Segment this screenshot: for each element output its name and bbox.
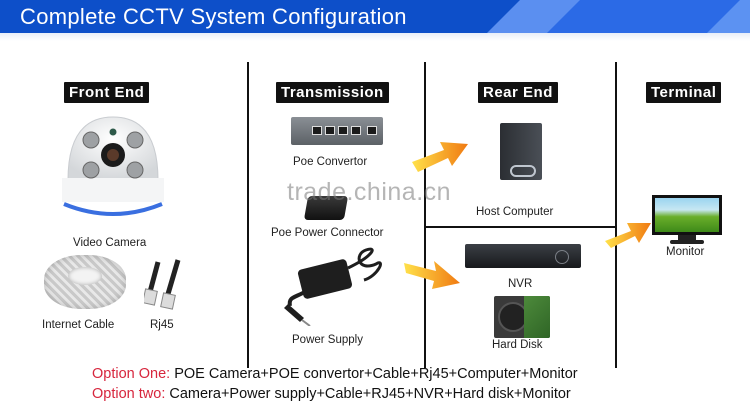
divider-computer-nvr [424, 226, 617, 228]
column-label-transmission: Transmission [276, 82, 389, 103]
divider-transmission-rear [424, 62, 426, 368]
arrow-to-nvr-icon [404, 261, 460, 289]
option-one-label: Option One: [92, 366, 171, 382]
header-shadow [0, 33, 750, 41]
header-banner: Complete CCTV System Configuration [0, 0, 750, 33]
item-label-hard-disk: Hard Disk [492, 339, 543, 351]
rj45-connector-icon [144, 259, 181, 310]
item-label-poe-power-connector: Poe Power Connector [271, 227, 384, 239]
option-two-label: Option two: [92, 386, 166, 402]
column-label-rear-end: Rear End [478, 82, 558, 103]
hard-disk-icon [494, 296, 550, 338]
pc-tower-icon [500, 123, 542, 180]
dome-camera-icon [62, 116, 164, 216]
item-label-monitor: Monitor [666, 246, 705, 258]
option-one: Option One: POE Camera+POE convertor+Cab… [92, 366, 578, 382]
poe-switch-icon [291, 117, 383, 145]
item-label-rj45: Rj45 [150, 319, 174, 331]
arrow-to-monitor-icon [605, 223, 651, 248]
option-two: Option two: Camera+Power supply+Cable+RJ… [92, 386, 571, 402]
item-label-host-computer: Host Computer [476, 206, 554, 218]
divider-front-transmission [247, 62, 249, 368]
arrow-to-computer-icon [412, 142, 468, 172]
divider-rear-terminal [615, 62, 617, 368]
option-one-text: POE Camera+POE convertor+Cable+Rj45+Comp… [170, 366, 578, 382]
item-label-nvr: NVR [508, 278, 533, 290]
item-label-poe-convertor: Poe Convertor [293, 156, 368, 168]
item-label-video-camera: Video Camera [73, 237, 147, 249]
watermark: trade.china.cn [287, 178, 452, 206]
monitor-icon [652, 195, 722, 247]
power-adapter-icon [284, 247, 382, 326]
cable-coil-icon [44, 255, 126, 309]
option-two-text: Camera+Power supply+Cable+RJ45+NVR+Hard … [165, 386, 571, 402]
item-label-internet-cable: Internet Cable [42, 319, 115, 331]
column-label-terminal: Terminal [646, 82, 722, 103]
page-title: Complete CCTV System Configuration [20, 4, 407, 29]
item-label-power-supply: Power Supply [292, 334, 363, 346]
nvr-icon [465, 244, 581, 268]
column-label-front-end: Front End [64, 82, 150, 103]
